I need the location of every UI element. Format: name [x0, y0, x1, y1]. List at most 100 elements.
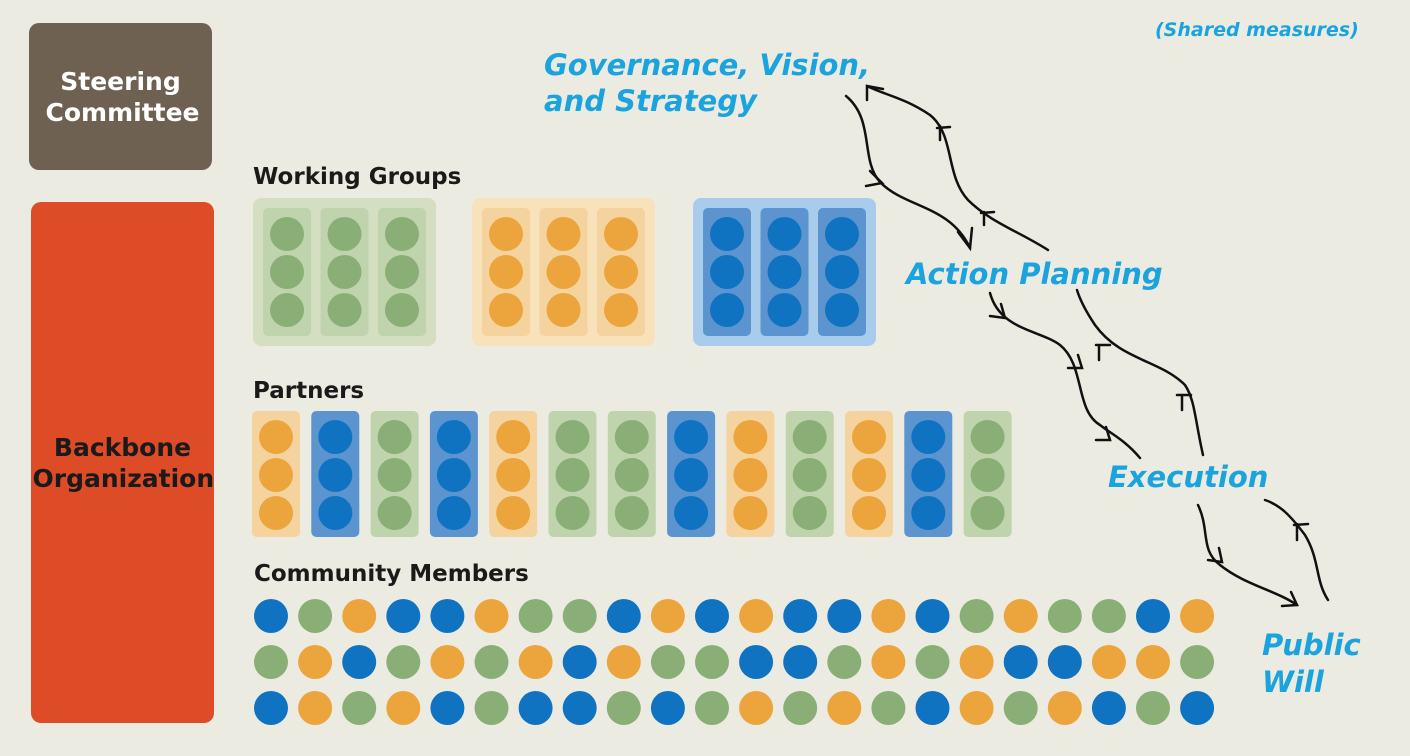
- community-member-dot: [783, 691, 818, 725]
- arrowhead-icon: [1206, 546, 1224, 564]
- partner-dot: [614, 420, 649, 454]
- steering-committee-box: Steering Committee: [29, 23, 212, 170]
- backbone-organization-box: Backbone Organization: [31, 202, 214, 723]
- arrowhead-icon: [1094, 343, 1112, 362]
- partner-dot: [318, 420, 353, 454]
- partner-dot: [852, 458, 886, 492]
- working-group-member-dot: [385, 217, 419, 251]
- community-member-dot: [298, 691, 333, 725]
- working-groups-layer: [253, 198, 876, 346]
- working-group-member-dot: [546, 293, 581, 327]
- working-group-member-dot: [767, 255, 802, 289]
- steering-committee-label: Steering Committee: [45, 66, 200, 127]
- working-group-member-dot: [270, 217, 304, 251]
- partner-dot: [318, 458, 353, 492]
- community-member-dot: [650, 599, 685, 633]
- community-member-dot: [650, 645, 685, 679]
- partner-dot: [496, 458, 531, 492]
- working-group-member-dot: [327, 255, 362, 289]
- partner-dot: [852, 420, 886, 454]
- community-member-dot: [695, 599, 729, 633]
- partner-dot: [970, 496, 1005, 530]
- working-group-member-dot: [604, 217, 638, 251]
- partner-dot: [614, 458, 649, 492]
- working-group-member-dot: [604, 255, 638, 289]
- partner-dot: [259, 496, 293, 530]
- community-member-dot: [1047, 691, 1082, 725]
- community-member-dot: [739, 691, 774, 725]
- working-group-member-dot: [710, 255, 744, 289]
- execution-label: Execution: [1108, 460, 1269, 494]
- partner-dot: [436, 420, 471, 454]
- community-member-dot: [518, 645, 553, 679]
- community-member-dot: [783, 645, 818, 679]
- community-member-dot: [606, 645, 641, 679]
- working-group-member-dot: [825, 217, 859, 251]
- working-group-member-dot: [825, 293, 859, 327]
- governance-vision-strategy-label: Governance, Vision, and Strategy: [544, 48, 871, 118]
- community-member-dot: [342, 599, 377, 633]
- community-member-dot: [474, 691, 509, 725]
- community-member-dot: [562, 599, 597, 633]
- partner-dot: [377, 420, 412, 454]
- partner-dot: [555, 496, 590, 530]
- working-group-member-dot: [385, 293, 419, 327]
- partner-dot: [555, 420, 590, 454]
- arrowhead-icon: [865, 84, 885, 102]
- community-member-dot: [1136, 691, 1170, 725]
- working-group-member-dot: [604, 293, 638, 327]
- partner-dot: [377, 458, 412, 492]
- community-member-dot: [1003, 691, 1038, 725]
- partner-dot: [674, 458, 709, 492]
- community-member-dot: [298, 599, 333, 633]
- community-member-dot: [386, 691, 421, 725]
- partner-dot: [614, 496, 649, 530]
- partner-dot: [377, 496, 412, 530]
- working-group-member-dot: [385, 255, 419, 289]
- community-member-dot: [298, 645, 333, 679]
- community-member-dot: [959, 691, 994, 725]
- community-member-dot: [871, 599, 906, 633]
- community-member-dot: [518, 599, 553, 633]
- flow-arrow-up-2: [1075, 288, 1205, 457]
- partner-dot: [792, 420, 827, 454]
- working-group-member-dot: [767, 217, 802, 251]
- partner-dot: [318, 496, 353, 530]
- partner-dot: [733, 496, 768, 530]
- community-member-dot: [386, 645, 421, 679]
- community-member-dot: [1136, 599, 1170, 633]
- action-planning-label: Action Planning: [906, 257, 1163, 291]
- partner-dot: [792, 458, 827, 492]
- partner-dot: [436, 458, 471, 492]
- arrowhead-icon: [988, 302, 1007, 320]
- working-group-member-dot: [489, 217, 523, 251]
- community-member-dot: [915, 599, 950, 633]
- working-group-member-dot: [489, 293, 523, 327]
- shared-measures-label: (Shared measures): [1155, 19, 1359, 41]
- partners-layer: [252, 411, 1012, 537]
- partner-dot: [496, 496, 531, 530]
- partner-dot: [852, 496, 886, 530]
- partner-dot: [259, 420, 293, 454]
- working-group-member-dot: [489, 255, 523, 289]
- community-member-dot: [342, 645, 377, 679]
- partner-dot: [911, 420, 946, 454]
- community-member-dot: [606, 599, 641, 633]
- community-member-dot: [562, 645, 597, 679]
- community-member-dot: [606, 691, 641, 725]
- working-groups-heading: Working Groups: [253, 164, 462, 190]
- arrowhead-icon: [1094, 425, 1112, 442]
- community-member-dot: [695, 645, 729, 679]
- flow-arrow-up-1: [865, 84, 1050, 252]
- partner-dot: [792, 496, 827, 530]
- partner-dot: [674, 496, 709, 530]
- community-member-dot: [1003, 645, 1038, 679]
- working-group-member-dot: [327, 293, 362, 327]
- community-member-dot: [474, 645, 509, 679]
- working-group-member-dot: [270, 255, 304, 289]
- working-group-member-dot: [327, 217, 362, 251]
- partner-dot: [970, 420, 1005, 454]
- community-members-layer: [254, 599, 1215, 725]
- community-member-dot: [1047, 645, 1082, 679]
- community-member-dot: [739, 645, 774, 679]
